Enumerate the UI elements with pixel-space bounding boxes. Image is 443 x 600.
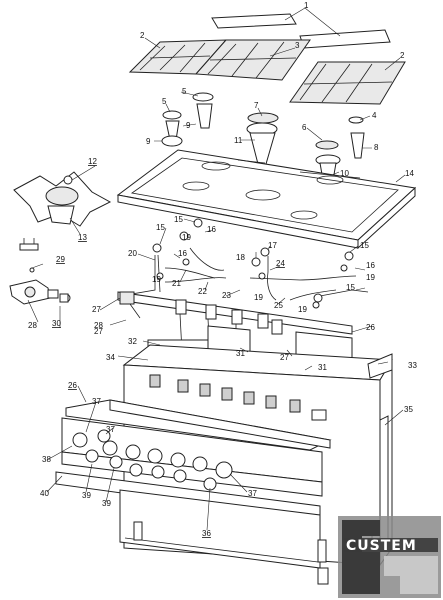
callout-34: 34 — [106, 353, 115, 362]
callout-5-left: 5 — [162, 97, 167, 106]
callout-31-b: 31 — [318, 363, 327, 372]
callout-19-c: 19 — [254, 293, 263, 302]
callout-36: 36 — [202, 529, 211, 538]
callout-9-left: 9 — [146, 137, 151, 146]
callout-17: 17 — [268, 241, 277, 250]
callout-31-a: 31 — [236, 349, 245, 358]
callout-13: 13 — [78, 233, 87, 242]
callout-12: 12 — [88, 157, 97, 166]
callout-3: 3 — [295, 41, 300, 50]
callout-4: 4 — [372, 111, 377, 120]
callout-27-c: 27 — [94, 327, 103, 336]
callout-9-right: 9 — [186, 121, 191, 130]
callout-23: 23 — [222, 291, 231, 300]
callout-11: 11 — [234, 136, 243, 145]
control-knobs — [72, 429, 233, 491]
callout-29: 29 — [56, 255, 65, 264]
callout-15-c: 15 — [360, 241, 369, 250]
callout-2-right: 2 — [400, 51, 405, 60]
hob-top — [116, 149, 417, 250]
callout-1: 1 — [304, 1, 309, 10]
callout-15-b: 15 — [156, 223, 165, 232]
callout-19-a: 19 — [182, 233, 191, 242]
callout-22: 22 — [198, 287, 207, 296]
callout-19-d: 19 — [366, 273, 375, 282]
callout-7: 7 — [254, 101, 259, 110]
callout-labels: 1 2 2 3 4 5 5 6 7 8 9 9 10 11 12 13 14 1… — [28, 1, 417, 538]
callout-2-left: 2 — [140, 31, 145, 40]
callout-15-d: 15 — [346, 283, 355, 292]
callout-24: 24 — [276, 259, 285, 268]
callout-16-a: 16 — [207, 225, 216, 234]
callout-19-e: 19 — [298, 305, 307, 314]
callout-32: 32 — [128, 337, 137, 346]
leader-lines — [27, 7, 406, 531]
callout-20: 20 — [128, 249, 137, 258]
callout-16-b: 16 — [178, 249, 187, 258]
callout-27-a: 27 — [92, 305, 101, 314]
callout-21: 21 — [172, 279, 181, 288]
callout-25: 25 — [274, 301, 283, 310]
callout-15-a: 15 — [174, 215, 183, 224]
callout-6: 6 — [302, 123, 307, 132]
callout-35: 35 — [404, 405, 413, 414]
control-panel — [55, 399, 332, 521]
callout-37-c: 37 — [248, 489, 257, 498]
callout-18: 18 — [236, 253, 245, 262]
callout-10: 10 — [340, 169, 349, 178]
logo-text: CUSTEM — [346, 538, 417, 554]
valve-detail — [9, 238, 71, 305]
callout-40: 40 — [40, 489, 49, 498]
callout-30: 30 — [52, 319, 61, 328]
callout-14: 14 — [405, 169, 414, 178]
callout-39-a: 39 — [82, 491, 91, 500]
callout-37-b: 37 — [106, 425, 115, 434]
callout-26-right: 26 — [366, 323, 375, 332]
callout-38: 38 — [42, 455, 51, 464]
callout-19-b: 19 — [152, 275, 161, 284]
callout-26-left: 26 — [68, 381, 77, 390]
callout-27-b: 27 — [280, 353, 289, 362]
callout-8: 8 — [374, 143, 379, 152]
callout-39-b: 39 — [102, 499, 111, 508]
wok-burner-detail — [13, 171, 112, 227]
callout-28-a: 28 — [28, 321, 37, 330]
callout-28-b: 28 — [94, 321, 103, 330]
pan-grates — [128, 39, 406, 105]
callout-33: 33 — [408, 361, 417, 370]
callout-5-top: 5 — [182, 87, 187, 96]
custem-logo: CUSTEM — [338, 516, 441, 598]
callout-16-c: 16 — [366, 261, 375, 270]
gas-manifold — [117, 291, 353, 360]
callout-37-a: 37 — [92, 397, 101, 406]
